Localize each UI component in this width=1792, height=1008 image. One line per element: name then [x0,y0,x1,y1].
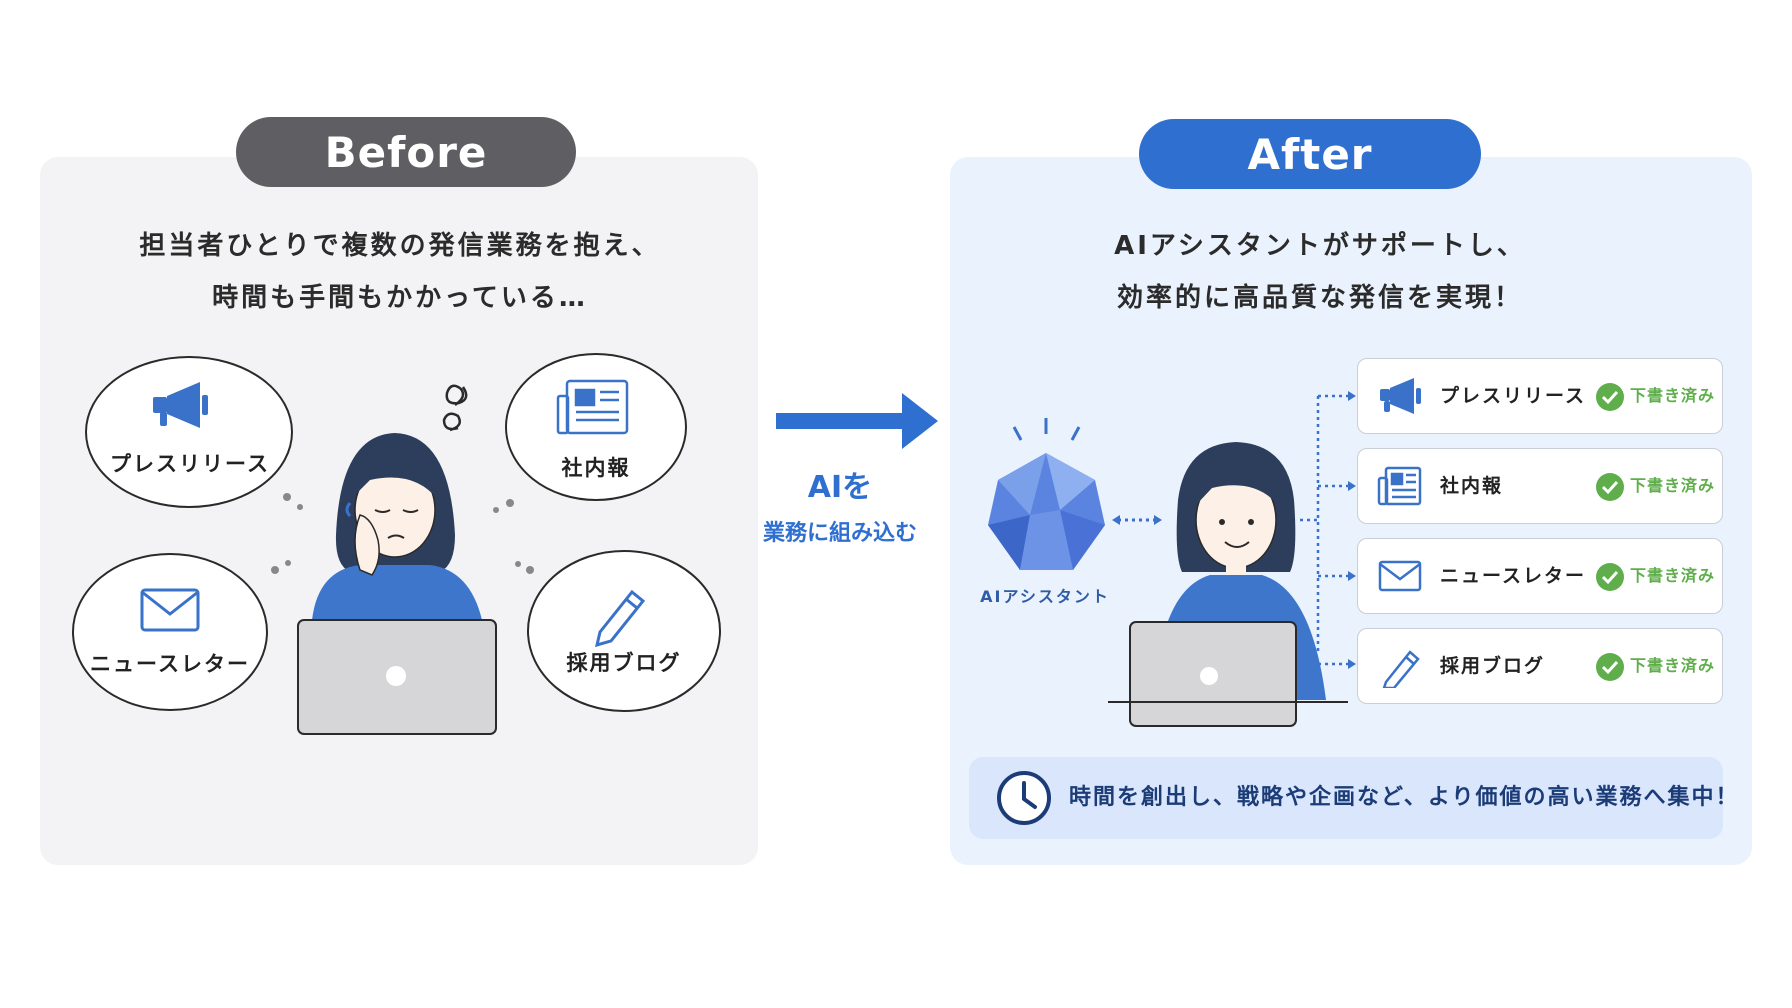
task-status: 下書き済み [1630,476,1716,495]
assistant-link [1112,515,1162,525]
thought-bubble-press [85,356,303,510]
task-card-press: プレスリリース 下書き済み [1357,358,1723,434]
after-headline-line2: 効率的に高品質な発信を実現！ [1116,283,1523,313]
after-headline: AIアシスタントがサポートし、 効率的に高品質な発信を実現！ [1000,220,1640,324]
megaphone-icon [153,382,208,428]
check-icon [1596,473,1624,501]
task-status: 下書き済み [1630,386,1716,405]
bubble-label-newsletter: ニュースレター [90,652,250,676]
middle-label-line2: 業務に組み込む [762,521,917,546]
footer-banner: 時間を創出し、戦略や企画など、より価値の高い業務へ集中！ [969,757,1737,839]
check-icon [1596,383,1624,411]
middle-label-line1: AIを [807,470,873,505]
task-card-blog: 採用ブログ 下書き済み [1357,628,1723,704]
task-card-internal: 社内報 下書き済み [1357,448,1723,524]
after-label: After [1139,119,1481,189]
envelope-icon [140,588,200,632]
newspaper-icon [556,379,629,435]
ai-gem-icon [988,418,1105,570]
check-icon [1596,563,1624,591]
laptop-after [1108,621,1348,727]
newspaper-icon [1377,466,1422,506]
transition-arrow [776,393,938,449]
bubble-label-press: プレスリリース [110,452,270,476]
task-label: 社内報 [1440,475,1504,497]
pencil-icon [1382,650,1420,688]
after-headline-line1: AIアシスタントがサポートし、 [1114,231,1526,261]
thought-bubble-newsletter [72,553,291,711]
check-icon [1596,653,1624,681]
clock-icon [997,771,1051,825]
task-status: 下書き済み [1630,656,1716,675]
before-headline-line2: 時間も手間もかかっている… [212,283,588,313]
before-label: Before [236,117,576,187]
pencil-icon [594,589,646,648]
footer-text: 時間を創出し、戦略や企画など、より価値の高い業務へ集中！ [1069,785,1740,810]
task-connectors [1300,394,1348,666]
task-card-newsletter: ニュースレター 下書き済み [1357,538,1723,614]
laptop-before [297,619,497,735]
bubble-label-blog: 採用ブログ [566,651,682,675]
before-headline-line1: 担当者ひとりで複数の発信業務を抱え、 [139,231,661,261]
bubble-label-internal: 社内報 [561,456,631,480]
task-label: プレスリリース [1440,385,1587,407]
envelope-icon [1378,560,1422,592]
task-label: 採用ブログ [1440,655,1546,677]
megaphone-icon [1380,378,1421,414]
thought-bubble-blog [515,550,721,712]
task-status: 下書き済み [1630,566,1716,585]
stressed-woman [312,384,482,620]
before-headline: 担当者ひとりで複数の発信業務を抱え、 時間も手間もかかっている… [80,220,720,324]
task-label: ニュースレター [1440,565,1587,587]
ai-assistant-label: AIアシスタント [980,587,1110,606]
task-connector-arrowheads [1348,391,1356,669]
